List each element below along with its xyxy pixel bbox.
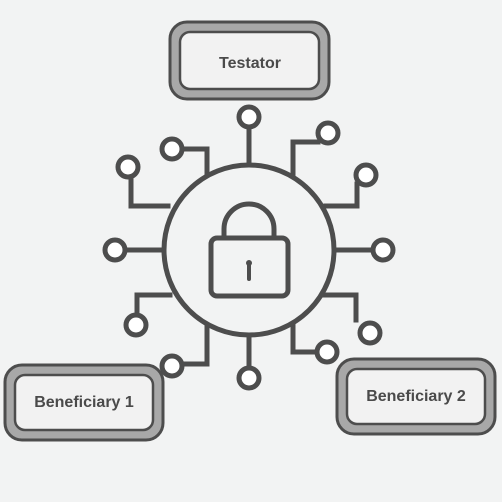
connector-top-right <box>290 139 321 181</box>
node-dot-right <box>370 237 396 263</box>
beneficiary-2-node: Beneficiary 2 <box>335 357 497 436</box>
hub-circle <box>161 162 337 338</box>
beneficiary-1-node: Beneficiary 1 <box>3 363 165 442</box>
connector-bottom-left <box>181 325 210 367</box>
node-dot-left-upper <box>115 154 141 180</box>
testator-node: Testator <box>168 20 331 101</box>
network-nodes <box>102 104 396 391</box>
beneficiary-2-label: Beneficiary 2 <box>366 388 466 405</box>
padlock-icon <box>208 201 291 299</box>
node-dot-top-right <box>315 120 341 146</box>
network-connectors <box>123 125 375 370</box>
padlock-body <box>208 235 291 299</box>
node-dot-bottom-right <box>314 339 340 365</box>
beneficiary-1-label: Beneficiary 1 <box>34 394 134 411</box>
padlock-shackle <box>221 201 277 238</box>
node-dot-left-lower <box>123 312 149 338</box>
node-dot-left <box>102 237 128 263</box>
node-dot-bottom <box>236 365 262 391</box>
beneficiary-1-box-inner <box>13 373 155 432</box>
node-dot-top-left <box>159 136 185 162</box>
connector-left-upper <box>128 176 171 209</box>
beneficiary-2-box-inner <box>345 367 487 426</box>
connector-top-left <box>180 146 210 181</box>
connector-right-upper <box>323 181 360 209</box>
node-dot-top <box>236 104 262 130</box>
connector-left-lower <box>134 292 173 317</box>
node-dot-right-lower <box>357 320 383 346</box>
testator-box-inner <box>178 30 321 91</box>
node-dot-right-upper <box>353 162 379 188</box>
node-dot-bottom-left <box>159 353 185 379</box>
connector-bottom-right <box>290 323 319 355</box>
testator-label: Testator <box>219 55 281 72</box>
connector-right-lower <box>322 292 359 323</box>
